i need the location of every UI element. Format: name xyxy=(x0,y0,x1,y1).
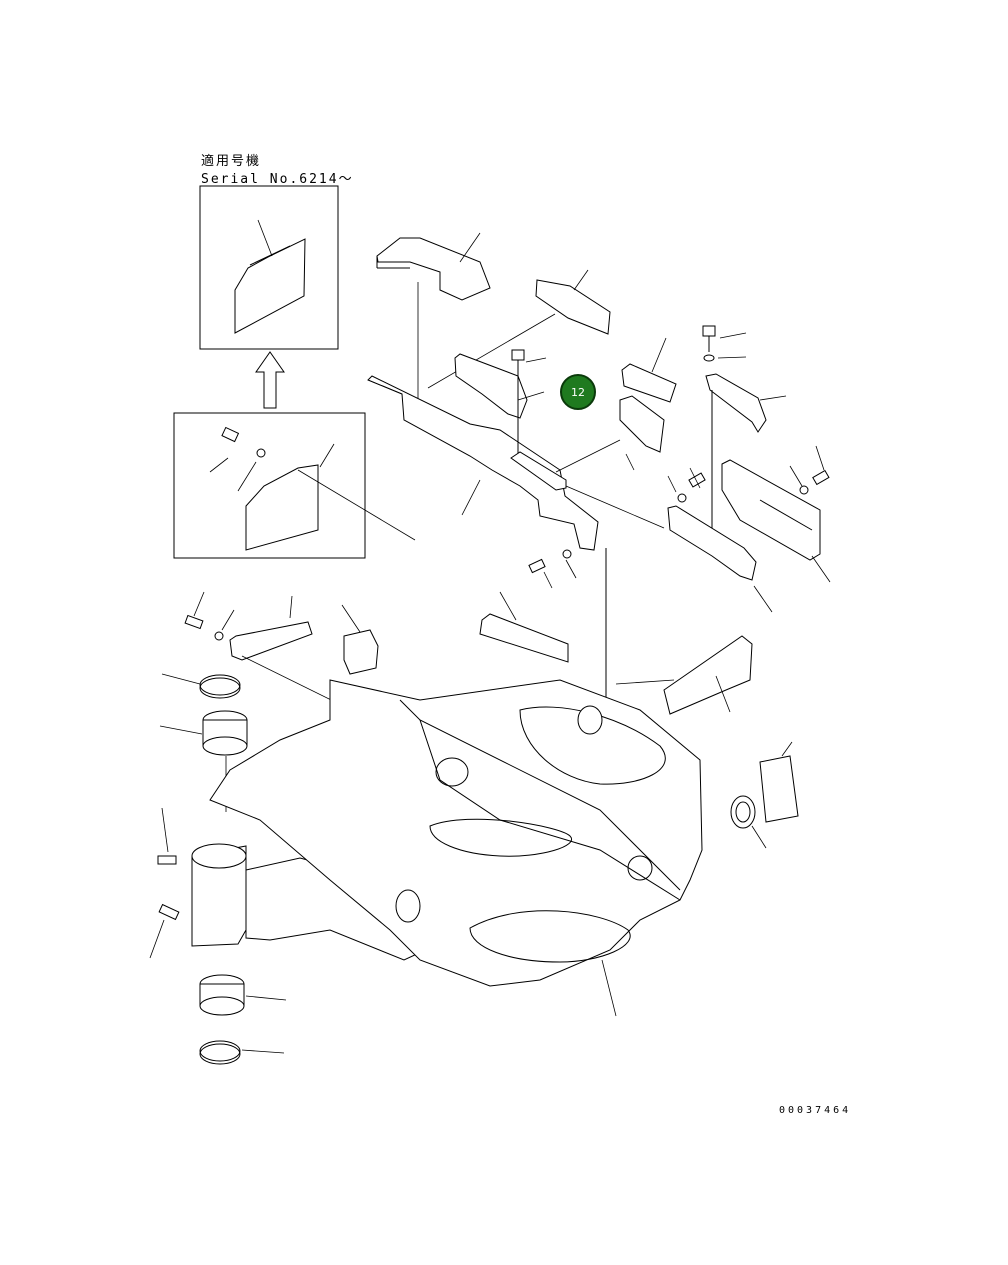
detail-inset-box-lower xyxy=(173,412,416,559)
plate-part xyxy=(510,439,621,491)
counterweight-part xyxy=(721,459,831,583)
drawing-number: 00037464 xyxy=(779,1105,852,1116)
part-callout-12[interactable]: 12 xyxy=(560,374,596,410)
bolt-icon xyxy=(511,349,547,455)
up-arrow-icon xyxy=(255,351,285,409)
right-lower-parts xyxy=(479,591,799,849)
applicability-label: 適用号機 xyxy=(201,154,262,169)
rings-and-bushings xyxy=(159,673,287,1065)
right-bracket-part xyxy=(702,325,787,540)
serial-number-label: Serial No.6214～ xyxy=(201,172,354,187)
cover-block-part xyxy=(427,269,611,389)
detail-inset-box xyxy=(199,185,339,350)
revolving-frame-body xyxy=(191,679,703,1017)
bolt-washer-icons xyxy=(667,445,830,503)
callout-label: 12 xyxy=(571,385,585,399)
grease-fittings xyxy=(149,807,180,959)
mid-bracket-part xyxy=(454,353,545,419)
long-bracket-part xyxy=(367,375,599,551)
top-plate-part xyxy=(376,232,491,408)
wedge-part xyxy=(619,337,677,471)
side-bracket-part xyxy=(565,485,773,613)
